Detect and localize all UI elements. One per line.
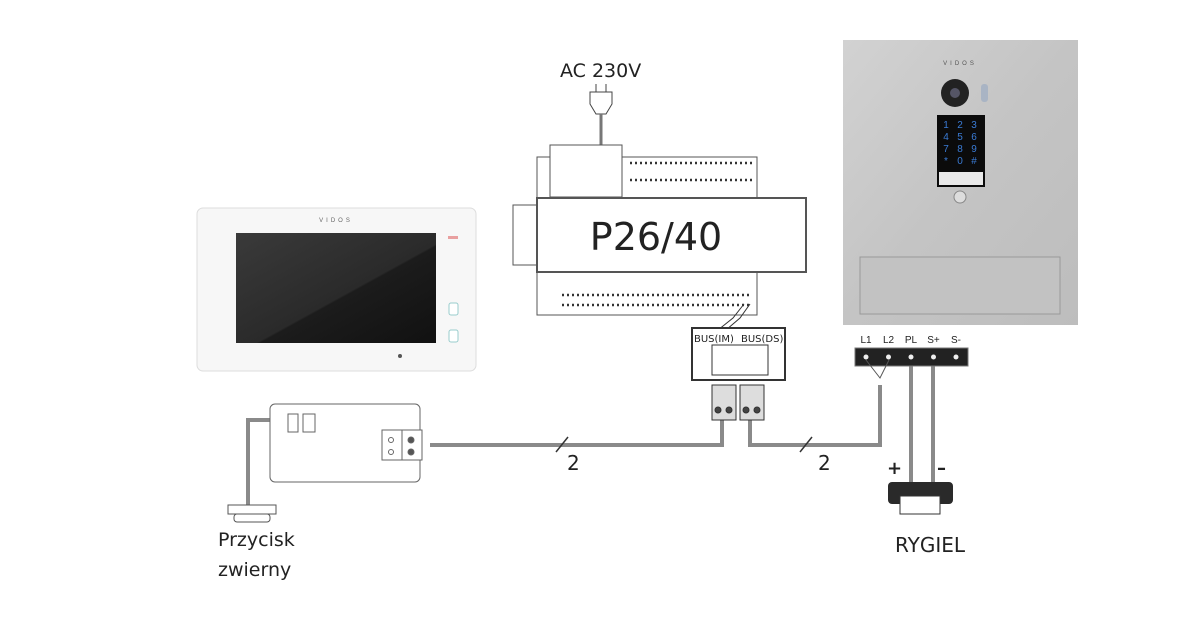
- lock-label: RYGIEL: [895, 533, 966, 557]
- wire-count-right: 2: [818, 451, 831, 475]
- keypad-key[interactable]: 6: [971, 132, 977, 143]
- keypad-key[interactable]: 1: [943, 120, 949, 131]
- power-label: AC 230V: [560, 60, 641, 82]
- wire-count-left: 2: [567, 451, 580, 475]
- monitor-brand: VIDOS: [319, 218, 353, 224]
- button-label-line1: Przycisk: [218, 529, 295, 551]
- l1-l2-twist: [865, 359, 890, 379]
- lock-plus: +: [887, 458, 902, 479]
- terminal-label: S+: [927, 335, 940, 346]
- keypad-key[interactable]: 9: [971, 144, 977, 155]
- keypad-key[interactable]: 8: [957, 144, 963, 155]
- terminal-screw: [931, 354, 936, 360]
- push-button-icon: [227, 504, 277, 523]
- door-station-brand: VIDOS: [943, 61, 977, 67]
- terminal-label: S-: [951, 335, 961, 346]
- power-supply-model: P26/40: [590, 215, 722, 259]
- terminal-label: PL: [905, 335, 918, 346]
- bus-im-label: BUS(IM): [694, 334, 734, 345]
- lock-icon: [888, 482, 953, 515]
- release-module: [269, 403, 423, 483]
- lock-minus: –: [937, 458, 946, 479]
- keypad-key[interactable]: 2: [957, 120, 963, 131]
- call-button[interactable]: [953, 190, 967, 204]
- terminal-label: L1: [860, 335, 872, 346]
- keypad-key[interactable]: 5: [957, 132, 963, 143]
- bus-ds-label: BUS(DS): [741, 334, 783, 345]
- monitor-screen: [236, 233, 436, 343]
- keypad-key[interactable]: 3: [971, 120, 977, 131]
- terminal-screw: [863, 354, 869, 360]
- bus-terminal-block: [691, 303, 786, 421]
- name-plate: [859, 256, 1061, 315]
- terminal-screw: [953, 354, 959, 360]
- keypad-key[interactable]: 7: [943, 144, 949, 155]
- keypad-key[interactable]: 4: [943, 132, 949, 143]
- button-label-line2: zwierny: [218, 559, 291, 581]
- power-supply: [512, 144, 807, 316]
- wire-count-slashes: [555, 436, 813, 453]
- keypad-key[interactable]: #: [971, 156, 977, 167]
- terminal-label: L2: [883, 335, 895, 346]
- monitor: VIDOS: [196, 207, 477, 372]
- plug-icon: [589, 84, 613, 145]
- terminal-screw: [886, 354, 891, 360]
- keypad-key[interactable]: *: [944, 156, 948, 167]
- terminal-screw: [908, 354, 914, 360]
- keypad-key[interactable]: 0: [957, 156, 963, 167]
